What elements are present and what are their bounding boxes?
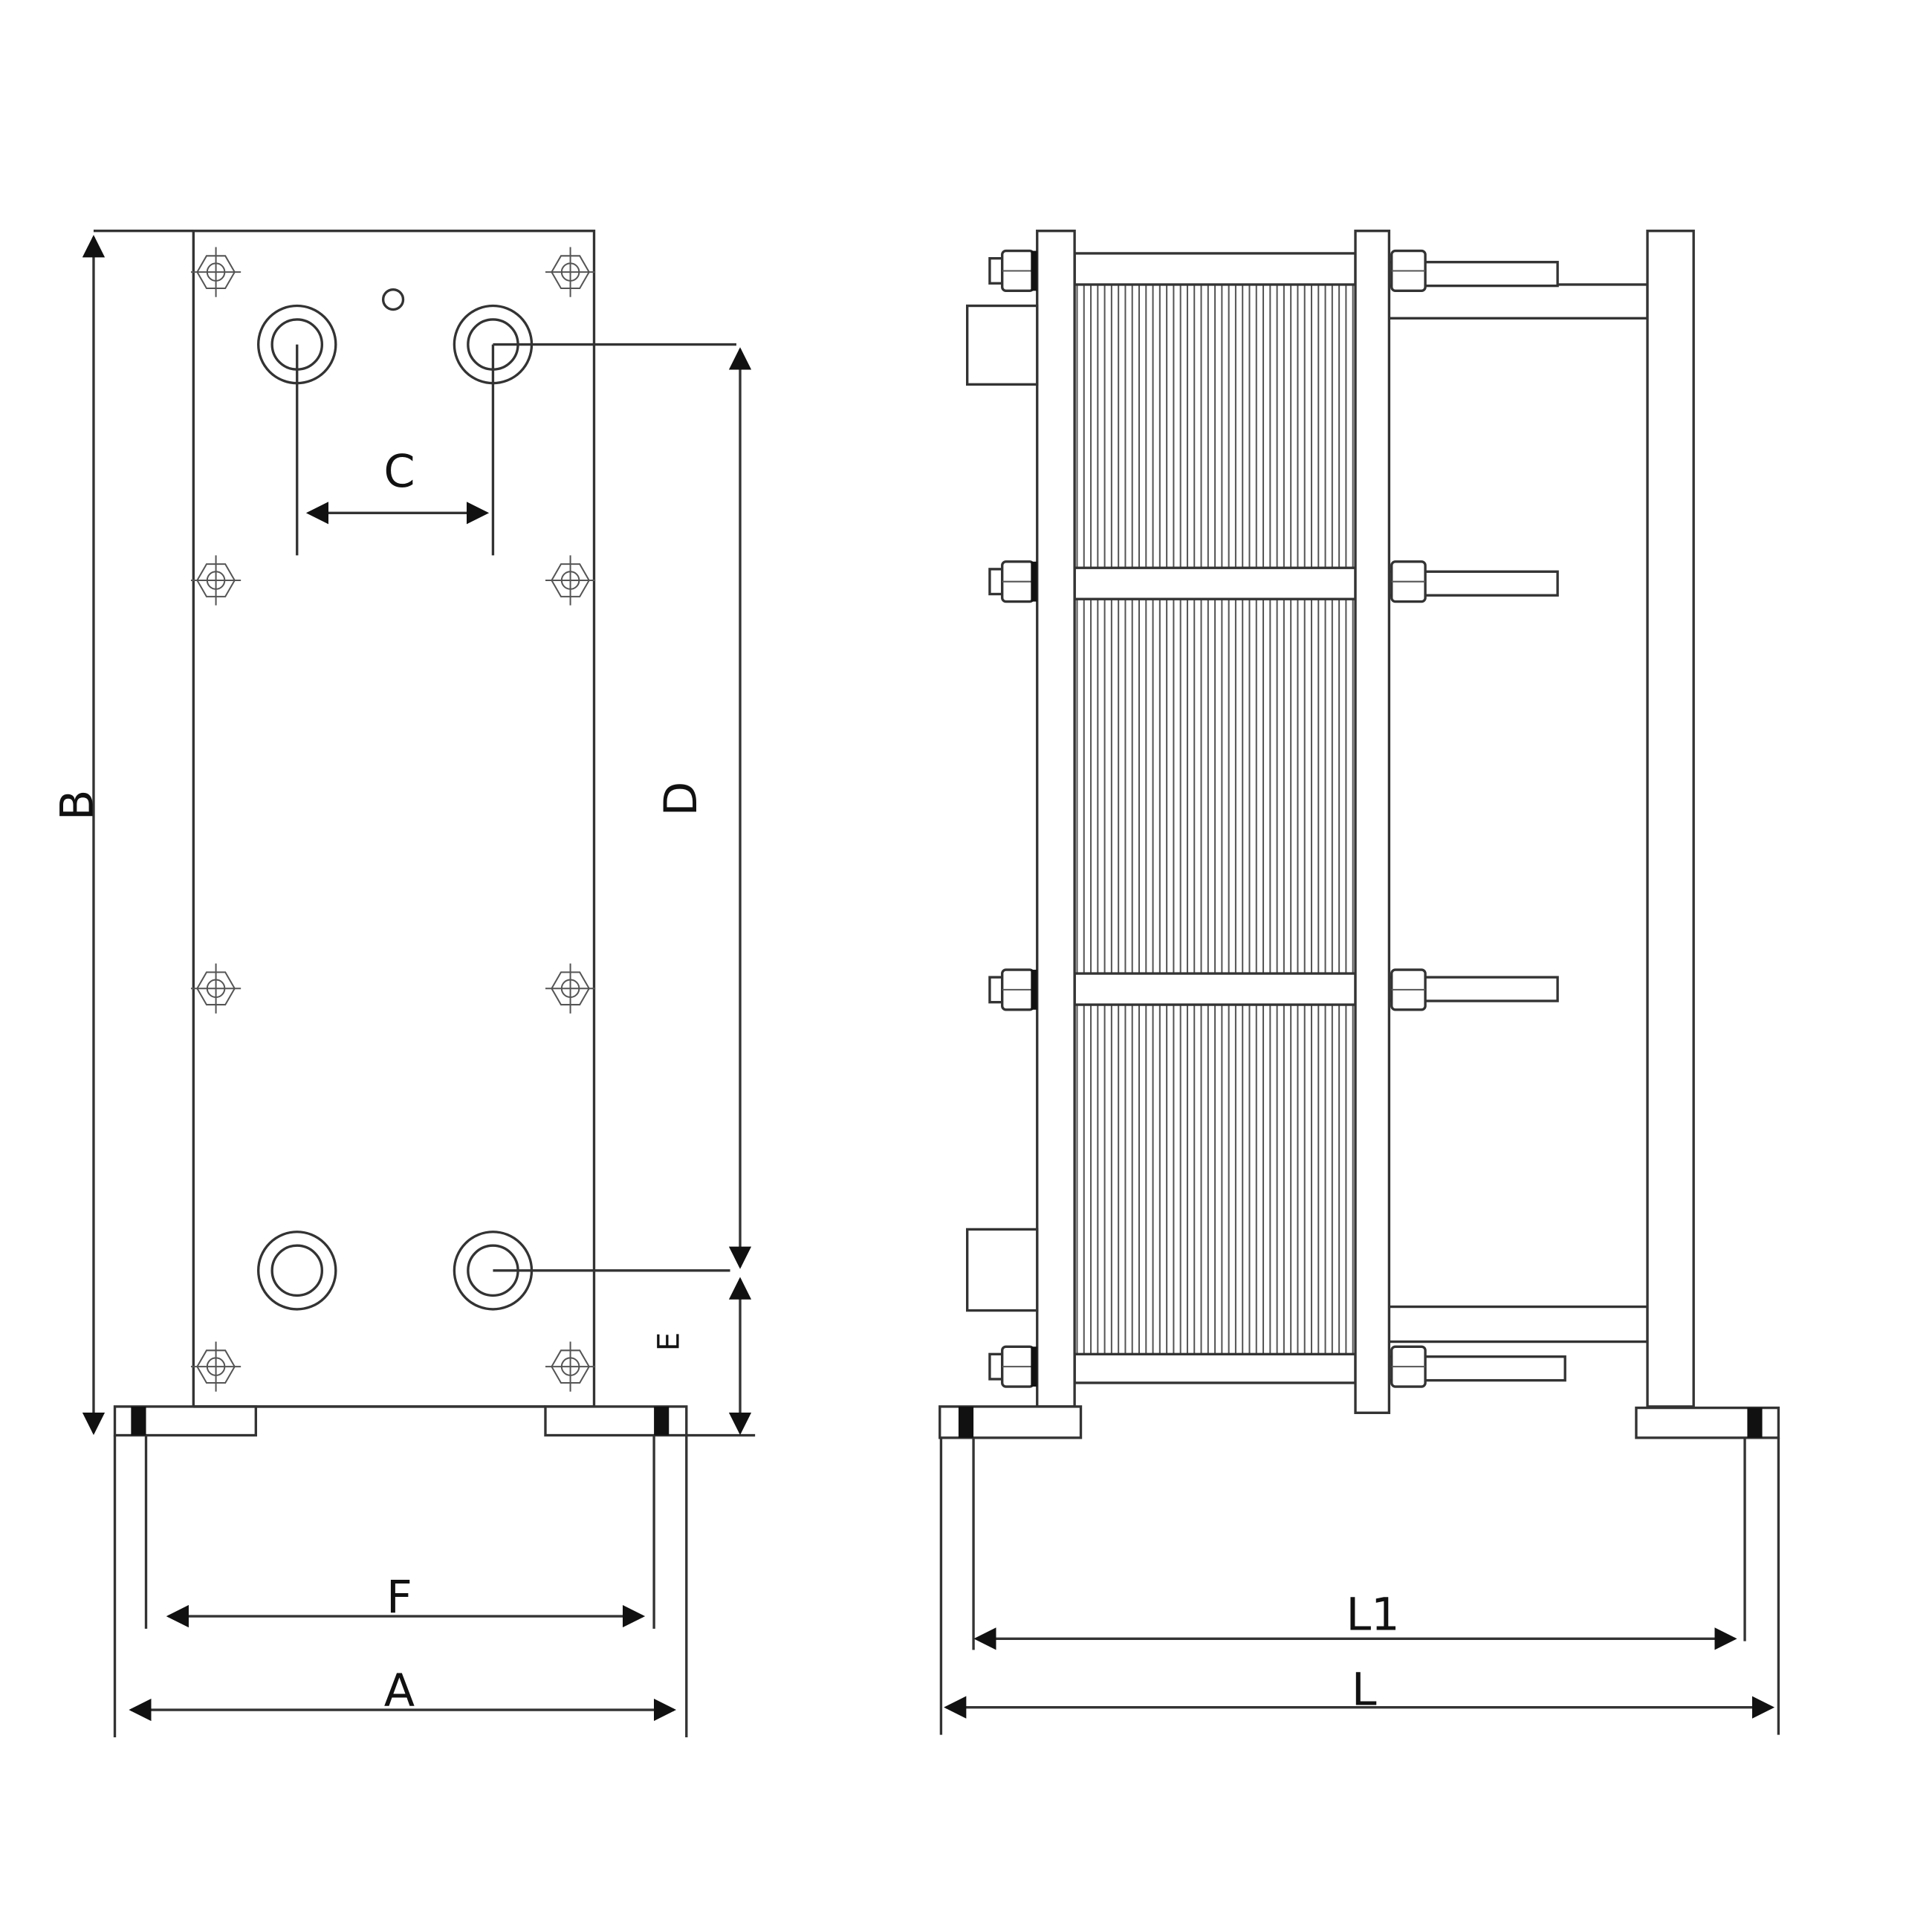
bolt-icon [545, 1341, 596, 1392]
label-e: E [652, 1332, 687, 1351]
rod-end [988, 256, 1004, 285]
rod-end [988, 568, 1004, 596]
port-connection-bottom [966, 1228, 1039, 1312]
nut-icon [988, 249, 1427, 293]
bottom-guide-bar [1387, 1305, 1649, 1343]
label-c: C [383, 446, 415, 498]
port-flange [256, 1231, 337, 1311]
frame-plate [192, 230, 596, 1408]
bolt-icon [545, 555, 596, 606]
middle-bar [1073, 566, 1357, 600]
nut-group [988, 249, 1427, 1388]
top-bar [1073, 252, 1357, 286]
front-view: B C D E F A [51, 230, 756, 1737]
bottom-bar [1073, 1352, 1357, 1384]
vent-hole [381, 288, 405, 311]
bolt-icon [545, 963, 596, 1014]
tie-rods [1387, 261, 1566, 1382]
bolt-group [190, 247, 596, 1392]
nut-icon [988, 1345, 1427, 1388]
top-guide-bar [1387, 283, 1649, 320]
washer [1031, 250, 1037, 291]
side-view: L1 L [939, 230, 1780, 1735]
label-a: A [384, 1665, 415, 1717]
bolt-icon [190, 1341, 242, 1392]
rod-end [988, 1352, 1004, 1381]
washer [1031, 561, 1037, 602]
pressure-plate [1354, 230, 1391, 1414]
label-f: F [386, 1572, 412, 1624]
bolt-icon [190, 247, 242, 297]
rod-end [988, 976, 1004, 1004]
support-column [1646, 230, 1695, 1408]
label-l1: L1 [1346, 1589, 1399, 1641]
washer [1031, 970, 1037, 1010]
port-connection-top [966, 304, 1039, 386]
nut-icon [988, 560, 1427, 603]
bolt-icon [545, 247, 596, 297]
middle-bar [1073, 972, 1357, 1006]
bolt-icon [190, 963, 242, 1014]
port-opening [270, 1244, 324, 1297]
plate-pack [1076, 284, 1354, 1355]
nut-icon [988, 968, 1427, 1011]
port-icon [256, 1231, 337, 1311]
washer [1031, 1346, 1037, 1387]
label-l: L [1352, 1664, 1377, 1716]
label-b: B [51, 790, 103, 820]
fixed-frame-plate [1036, 230, 1076, 1408]
bolt-icon [190, 555, 242, 606]
label-d: D [655, 782, 707, 817]
